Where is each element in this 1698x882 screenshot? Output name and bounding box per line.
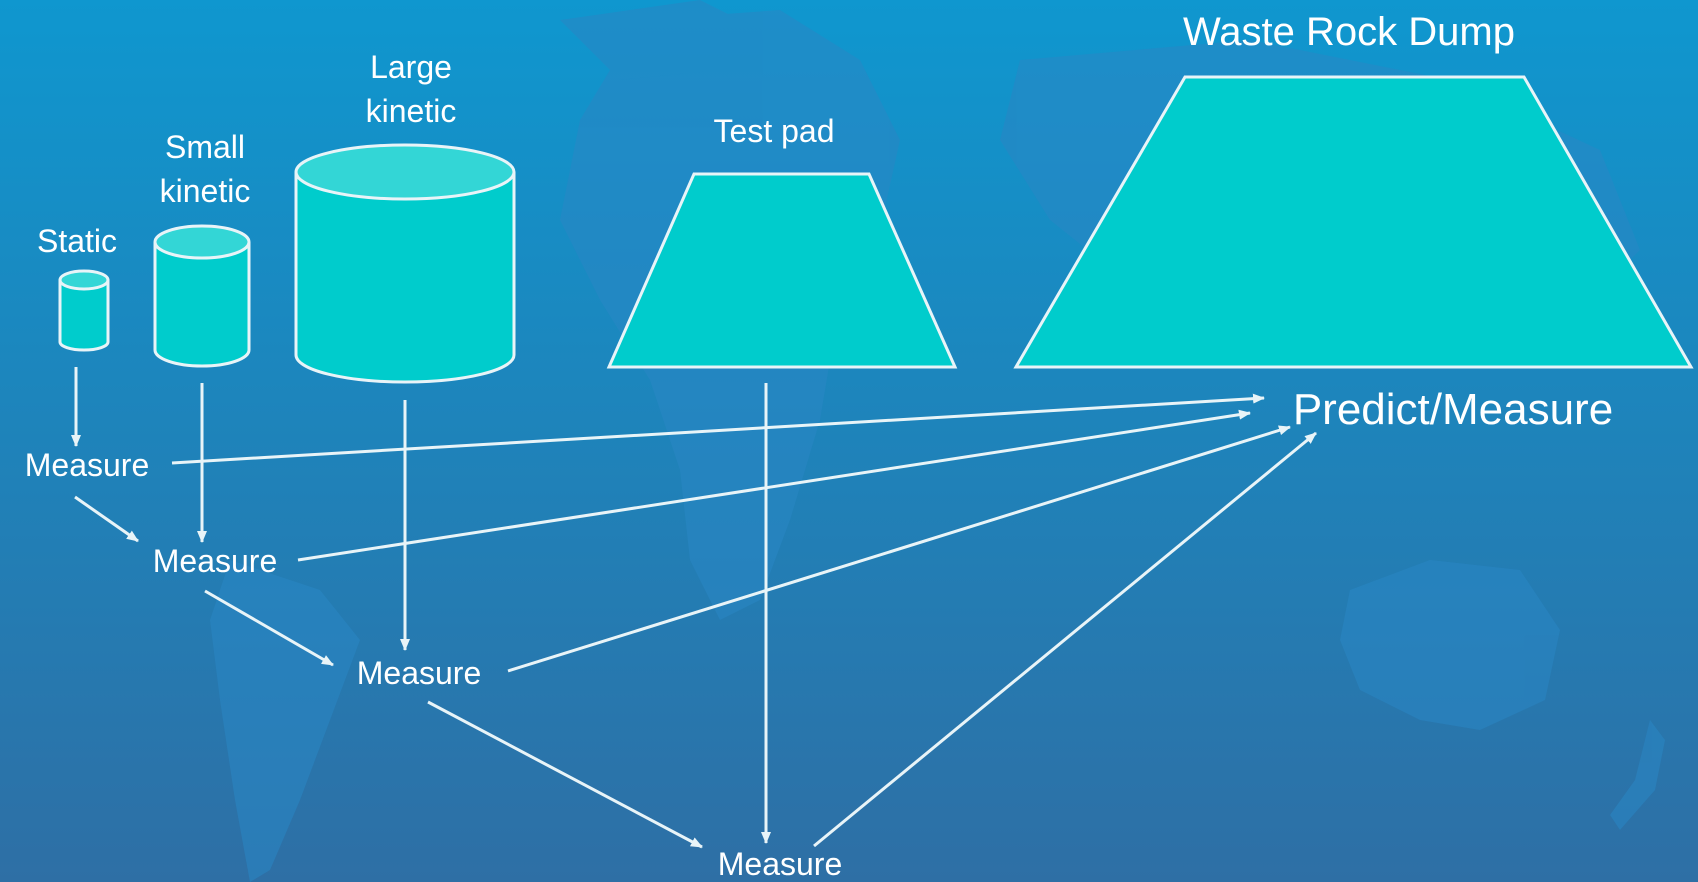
label-measure-2: Measure	[153, 543, 278, 579]
large-kinetic-cylinder	[294, 143, 516, 384]
label-large-kinetic-line2: kinetic	[366, 93, 457, 129]
static-cylinder	[58, 269, 110, 352]
landmass-europe	[560, 0, 760, 80]
label-test-pad: Test pad	[714, 113, 835, 149]
arrow-measure2-to-predict	[297, 409, 1251, 562]
arrow-measure2-to-measure3	[204, 589, 334, 667]
arrows	[71, 367, 1317, 849]
test-pad-trapezoid	[606, 172, 958, 369]
arrow-measure3-to-predict	[507, 425, 1291, 673]
label-predict-measure: Predict/Measure	[1293, 385, 1613, 434]
label-large-kinetic-line1: Large	[370, 49, 452, 85]
label-small-kinetic-line2: kinetic	[160, 173, 251, 209]
arrow-measure1-to-measure2	[74, 495, 139, 543]
small-kinetic-cylinder	[153, 224, 251, 368]
label-measure-3: Measure	[357, 655, 482, 691]
waste-rock-dump-trapezoid	[1013, 75, 1694, 369]
label-measure-4: Measure	[718, 846, 843, 882]
landmass-south-america	[210, 560, 360, 882]
landmass-new-zealand	[1610, 720, 1665, 830]
label-waste-rock-dump: Waste Rock Dump	[1183, 10, 1515, 54]
arrow-measure3-to-measure4	[427, 700, 703, 849]
landmass-australia	[1340, 560, 1560, 730]
label-measure-1: Measure	[25, 447, 150, 483]
label-static: Static	[37, 223, 117, 259]
arrow-measure1-to-predict	[171, 393, 1265, 465]
arrow-measure4-to-predict	[813, 431, 1317, 848]
label-small-kinetic-line1: Small	[165, 129, 245, 165]
